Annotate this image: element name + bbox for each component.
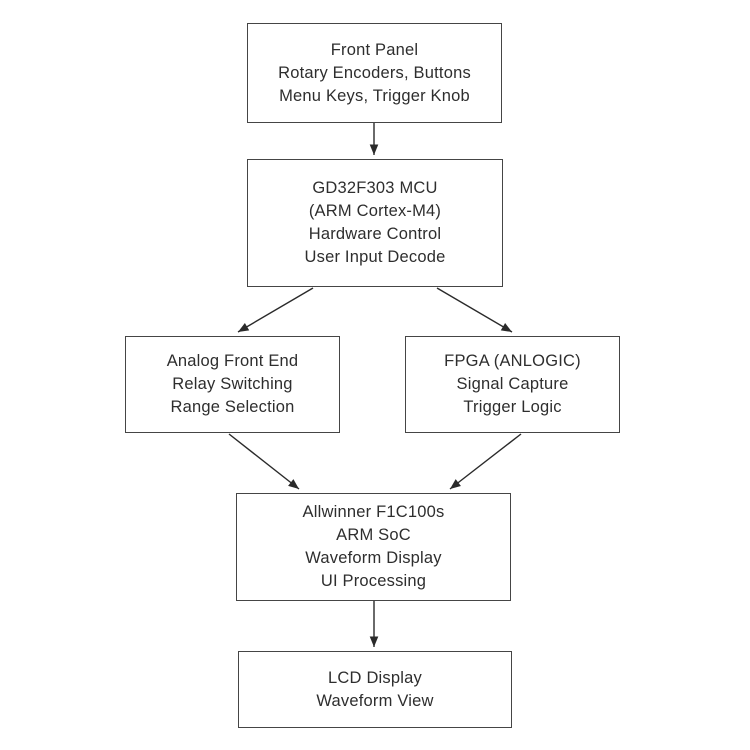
arrow-analog-front-end-to-soc <box>228 433 300 490</box>
box-line: UI Processing <box>320 572 427 590</box>
arrow-mcu-to-fpga <box>436 287 513 333</box>
box-line: GD32F303 MCU <box>312 179 438 197</box>
box-fpga-anlogic: FPGA (ANLOGIC) Signal Capture Trigger Lo… <box>405 336 620 433</box>
box-line: Rotary Encoders, Buttons <box>278 63 471 82</box>
box-line: Range Selection <box>170 398 295 416</box>
box-front-panel: Front Panel Rotary Encoders, Buttons Men… <box>247 23 502 123</box>
box-line: Waveform View <box>316 691 434 710</box>
box-analog-front-end: Analog Front End Relay Switching Range S… <box>125 336 340 433</box>
box-line: Waveform Display <box>305 549 442 567</box>
box-mcu-gd32f303: GD32F303 MCU (ARM Cortex-M4) Hardware Co… <box>247 159 503 287</box>
arrow-fpga-to-soc <box>449 433 522 490</box>
box-line: ARM SoC <box>336 526 411 544</box>
box-soc-f1c100s: Allwinner F1C100s ARM SoC Waveform Displ… <box>236 493 511 601</box>
box-lcd-display: LCD Display Waveform View <box>238 651 512 728</box>
box-line: Trigger Logic <box>463 398 562 416</box>
box-line: FPGA (ANLOGIC) <box>444 352 581 370</box>
box-line: Relay Switching <box>172 375 293 393</box>
box-line: Front Panel <box>330 40 419 59</box>
box-line: LCD Display <box>328 668 422 687</box>
box-line: Hardware Control <box>308 225 442 243</box>
box-line: Menu Keys, Trigger Knob <box>279 86 470 105</box>
box-line: Allwinner F1C100s <box>302 503 445 521</box>
arrow-mcu-to-analog-front-end <box>237 287 314 333</box>
box-line: (ARM Cortex-M4) <box>308 202 442 220</box>
box-line: User Input Decode <box>304 248 446 266</box>
box-line: Analog Front End <box>166 352 299 370</box>
box-line: Signal Capture <box>456 375 569 393</box>
